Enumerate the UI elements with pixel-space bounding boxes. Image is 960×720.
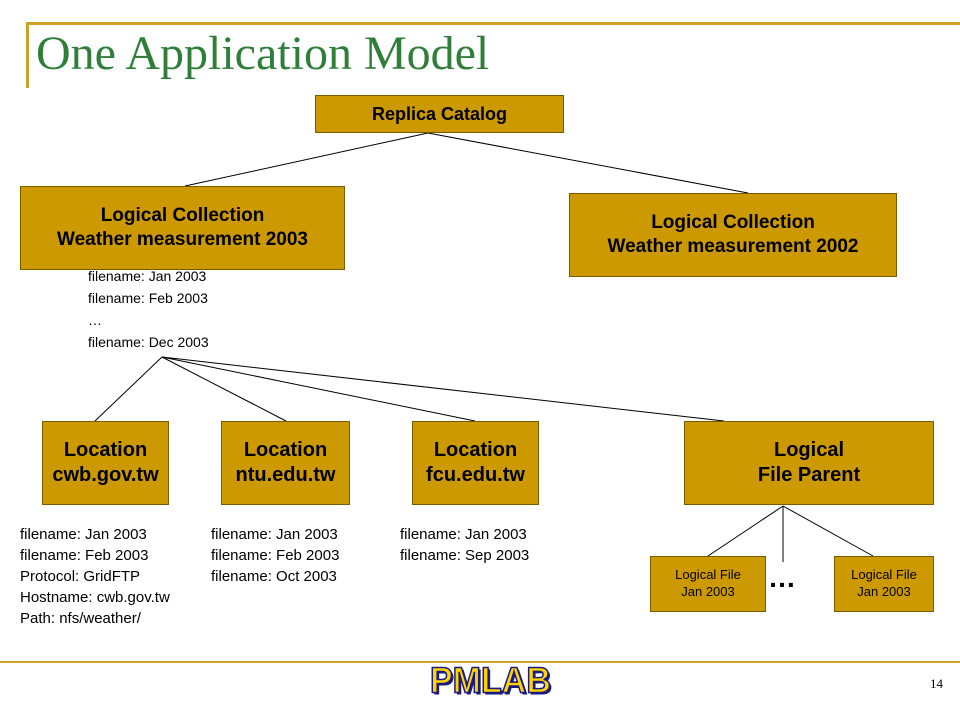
edge-files-fcu <box>161 356 476 422</box>
file-list-item: filename: Feb 2003 <box>88 290 208 306</box>
file-list-item: … <box>88 312 102 328</box>
edge-catalog-collection-2003 <box>184 132 429 187</box>
logical-file-line2: Jan 2003 <box>857 584 911 599</box>
edge-parent-file-1 <box>707 505 784 557</box>
replica-catalog-node: Replica Catalog <box>315 95 564 133</box>
location-cwb-line1: Location <box>63 439 148 461</box>
edge-files-ntu <box>161 356 287 422</box>
file-list-item: filename: Jan 2003 <box>211 526 338 543</box>
file-list-item: filename: Jan 2003 <box>400 526 527 543</box>
location-ntu-line1: Location <box>243 439 328 461</box>
location-cwb-line2: cwb.gov.tw <box>52 464 159 486</box>
logical-file-parent-line1: Logical <box>773 439 844 461</box>
file-list-item: Protocol: GridFTP <box>20 568 141 585</box>
collection-2003-line2: Weather measurement 2003 <box>57 229 308 250</box>
collection-2003-line1: Logical Collection <box>100 205 265 227</box>
logical-file-line1: Logical File <box>675 567 741 583</box>
file-list-item: filename: Oct 2003 <box>211 568 337 585</box>
location-fcu-node: Location fcu.edu.tw <box>412 421 539 505</box>
logical-file-line2: Jan 2003 <box>681 584 735 599</box>
file-list-item: filename: Dec 2003 <box>88 334 209 350</box>
title-accent-bar <box>26 22 29 88</box>
location-fcu-line1: Location <box>433 439 518 461</box>
edge-parent-file-2 <box>782 505 874 557</box>
logical-file-parent-node: Logical File Parent <box>684 421 934 505</box>
edge-files-logical-parent <box>161 356 725 422</box>
file-list-item: filename: Sep 2003 <box>400 547 530 564</box>
edge-catalog-collection-2002 <box>427 132 749 194</box>
fcu-file-list: filename: Jan 2003 filename: Sep 2003 <box>400 524 529 566</box>
pmlab-logo: PMLAB <box>429 660 551 701</box>
replica-catalog-label: Replica Catalog <box>371 103 508 124</box>
location-fcu-line2: fcu.edu.tw <box>426 464 525 486</box>
file-list-item: filename: Feb 2003 <box>20 547 149 564</box>
file-list-item: filename: Feb 2003 <box>211 547 340 564</box>
file-list-item: Hostname: cwb.gov.tw <box>20 589 170 606</box>
ellipsis-indicator: … <box>768 562 796 593</box>
top-accent-rule <box>26 22 960 25</box>
location-ntu-line2: ntu.edu.tw <box>235 464 336 486</box>
cwb-file-list: filename: Jan 2003 filename: Feb 2003 Pr… <box>20 524 170 629</box>
logical-file-parent-line2: File Parent <box>757 464 861 486</box>
collection-2002-line1: Logical Collection <box>651 212 815 234</box>
location-ntu-node: Location ntu.edu.tw <box>221 421 350 505</box>
collection-2002-node: Logical Collection Weather measurement 2… <box>569 193 897 277</box>
footer-rule <box>0 661 960 663</box>
file-list-item: filename: Jan 2003 <box>88 268 207 284</box>
location-cwb-node: Location cwb.gov.tw <box>42 421 169 505</box>
logical-file-line1: Logical File <box>851 567 917 583</box>
page-number: 14 <box>930 676 943 691</box>
file-list-item: filename: Jan 2003 <box>20 526 147 543</box>
ntu-file-list: filename: Jan 2003 filename: Feb 2003 fi… <box>211 524 339 587</box>
collection-2003-file-list: filename: Jan 2003 filename: Feb 2003 … … <box>88 265 209 353</box>
logical-file-node: Logical File Jan 2003 <box>650 556 766 612</box>
edge-files-cwb <box>94 356 163 422</box>
file-list-item: Path: nfs/weather/ <box>20 610 141 627</box>
collection-2002-line2: Weather measurement 2002 <box>607 236 859 257</box>
collection-2003-node: Logical Collection Weather measurement 2… <box>20 186 345 270</box>
slide-title: One Application Model <box>36 27 490 80</box>
logical-file-node: Logical File Jan 2003 <box>834 556 934 612</box>
